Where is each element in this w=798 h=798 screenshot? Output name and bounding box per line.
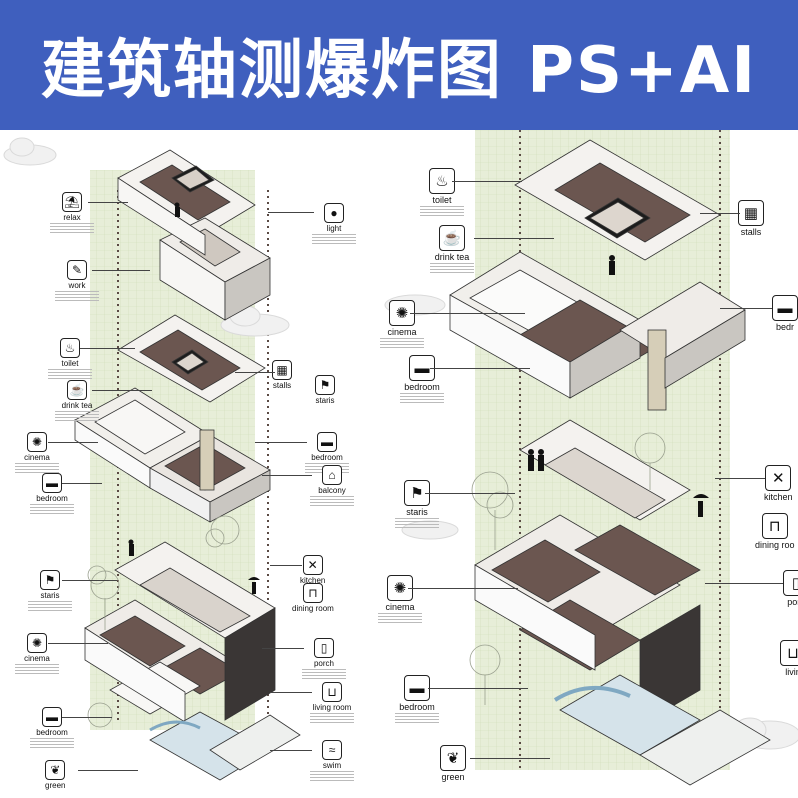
film-reel-icon: ✺ — [27, 432, 47, 452]
lamp-icon: ● — [324, 203, 344, 223]
label-kitchen: ✕ kitchen — [300, 555, 325, 585]
label-relax: ⛱ relax — [50, 192, 94, 233]
swimmer-icon: ≈ — [322, 740, 342, 760]
label-right-drink-tea: ☕ drink tea — [430, 225, 474, 273]
label-porch: ▯ porch — [302, 638, 346, 679]
label-cinema-mid: ✺ cinema — [15, 432, 59, 473]
label-bedroom-low: ▬ bedroom — [30, 707, 74, 748]
sofa-icon: ⊔ — [780, 640, 798, 666]
label-cinema-low: ✺ cinema — [15, 633, 59, 674]
toilet-icon: ♨ — [60, 338, 80, 358]
bed-icon: ▬ — [317, 432, 337, 452]
people-left — [128, 202, 260, 594]
film-reel-icon: ✺ — [27, 633, 47, 653]
label-staris-low: ⚑ staris — [28, 570, 72, 611]
label-right-staris: ⚑ staris — [395, 480, 439, 528]
label-right-green: ❦ green — [440, 745, 466, 782]
label-right-cinema-low: ✺ cinema — [378, 575, 422, 623]
banner-title: 建筑轴测爆炸图 PS+AI — [40, 34, 758, 108]
axonometric-drawing — [3, 130, 798, 786]
table-icon: ⊓ — [302, 583, 323, 603]
label-stalls: ▦ stalls — [272, 360, 292, 390]
people-right — [528, 255, 709, 517]
label-right-toilet: ♨ toilet — [420, 168, 464, 216]
stairs-person-icon: ⚑ — [40, 570, 60, 590]
door-icon: ▯ — [314, 638, 334, 658]
bed-icon: ▬ — [772, 295, 798, 321]
recliner-icon: ⛱ — [62, 192, 82, 212]
shelf-icon: ▦ — [272, 360, 292, 380]
label-right-living-cut: ⊔ livin — [780, 640, 798, 677]
label-light: ● light — [312, 203, 356, 244]
label-toilet: ♨ toilet — [48, 338, 92, 379]
sofa-icon: ⊔ — [322, 682, 342, 702]
leaf-icon: ❦ — [440, 745, 466, 771]
label-living-room: ⊔ living room — [310, 682, 354, 723]
left-floor-2 — [74, 314, 271, 523]
label-staris-top: ⚑ staris — [315, 375, 335, 405]
bed-icon: ▬ — [404, 675, 430, 701]
label-right-porch-cut: ▯ porc — [783, 570, 798, 607]
leaf-icon: ❦ — [45, 760, 66, 780]
label-right-cinema: ✺ cinema — [380, 300, 424, 348]
tea-icon: ☕ — [439, 225, 465, 251]
label-swim: ≈ swim — [310, 740, 354, 781]
label-right-bedroom-cut: ▬ bedr — [772, 295, 798, 332]
title-banner: 建筑轴测爆炸图 PS+AI — [0, 0, 798, 130]
label-right-kitchen: ✕ kitchen — [764, 465, 793, 502]
right-floor-1 — [474, 419, 771, 786]
label-bedroom-mid-left: ▬ bedroom — [30, 473, 74, 514]
label-right-bedroom-low: ▬ bedroom — [395, 675, 439, 723]
desk-icon: ✎ — [67, 260, 87, 280]
trees-left — [87, 515, 240, 728]
illustration-area: ⛱ relax ● light ✎ work ♨ toilet ▦ stalls… — [0, 130, 798, 798]
label-balcony: ⌂ balcony — [310, 465, 354, 506]
label-dining-room: ⊓ dining room — [292, 583, 334, 613]
label-work: ✎ work — [55, 260, 99, 301]
trees-right — [469, 432, 666, 705]
utensils-icon: ✕ — [765, 465, 792, 491]
shelf-icon: ▦ — [738, 200, 764, 226]
tea-icon: ☕ — [67, 380, 87, 400]
label-right-dining-room: ⊓ dining roo — [755, 513, 795, 550]
label-green: ❦ green — [45, 760, 65, 790]
label-drink-tea: ☕ drink tea — [55, 380, 99, 421]
door-icon: ▯ — [783, 570, 798, 596]
chair-icon: ⌂ — [322, 465, 342, 485]
label-right-bedroom: ▬ bedroom — [400, 355, 444, 403]
film-reel-icon: ✺ — [387, 575, 413, 601]
table-icon: ⊓ — [761, 513, 788, 539]
right-floor-2 — [449, 139, 746, 411]
utensils-icon: ✕ — [302, 555, 323, 575]
left-floor-1 — [84, 541, 301, 781]
label-right-stalls: ▦ stalls — [738, 200, 764, 237]
stairs-person-icon: ⚑ — [315, 375, 335, 395]
bed-icon: ▬ — [42, 707, 62, 727]
bed-icon: ▬ — [42, 473, 62, 493]
